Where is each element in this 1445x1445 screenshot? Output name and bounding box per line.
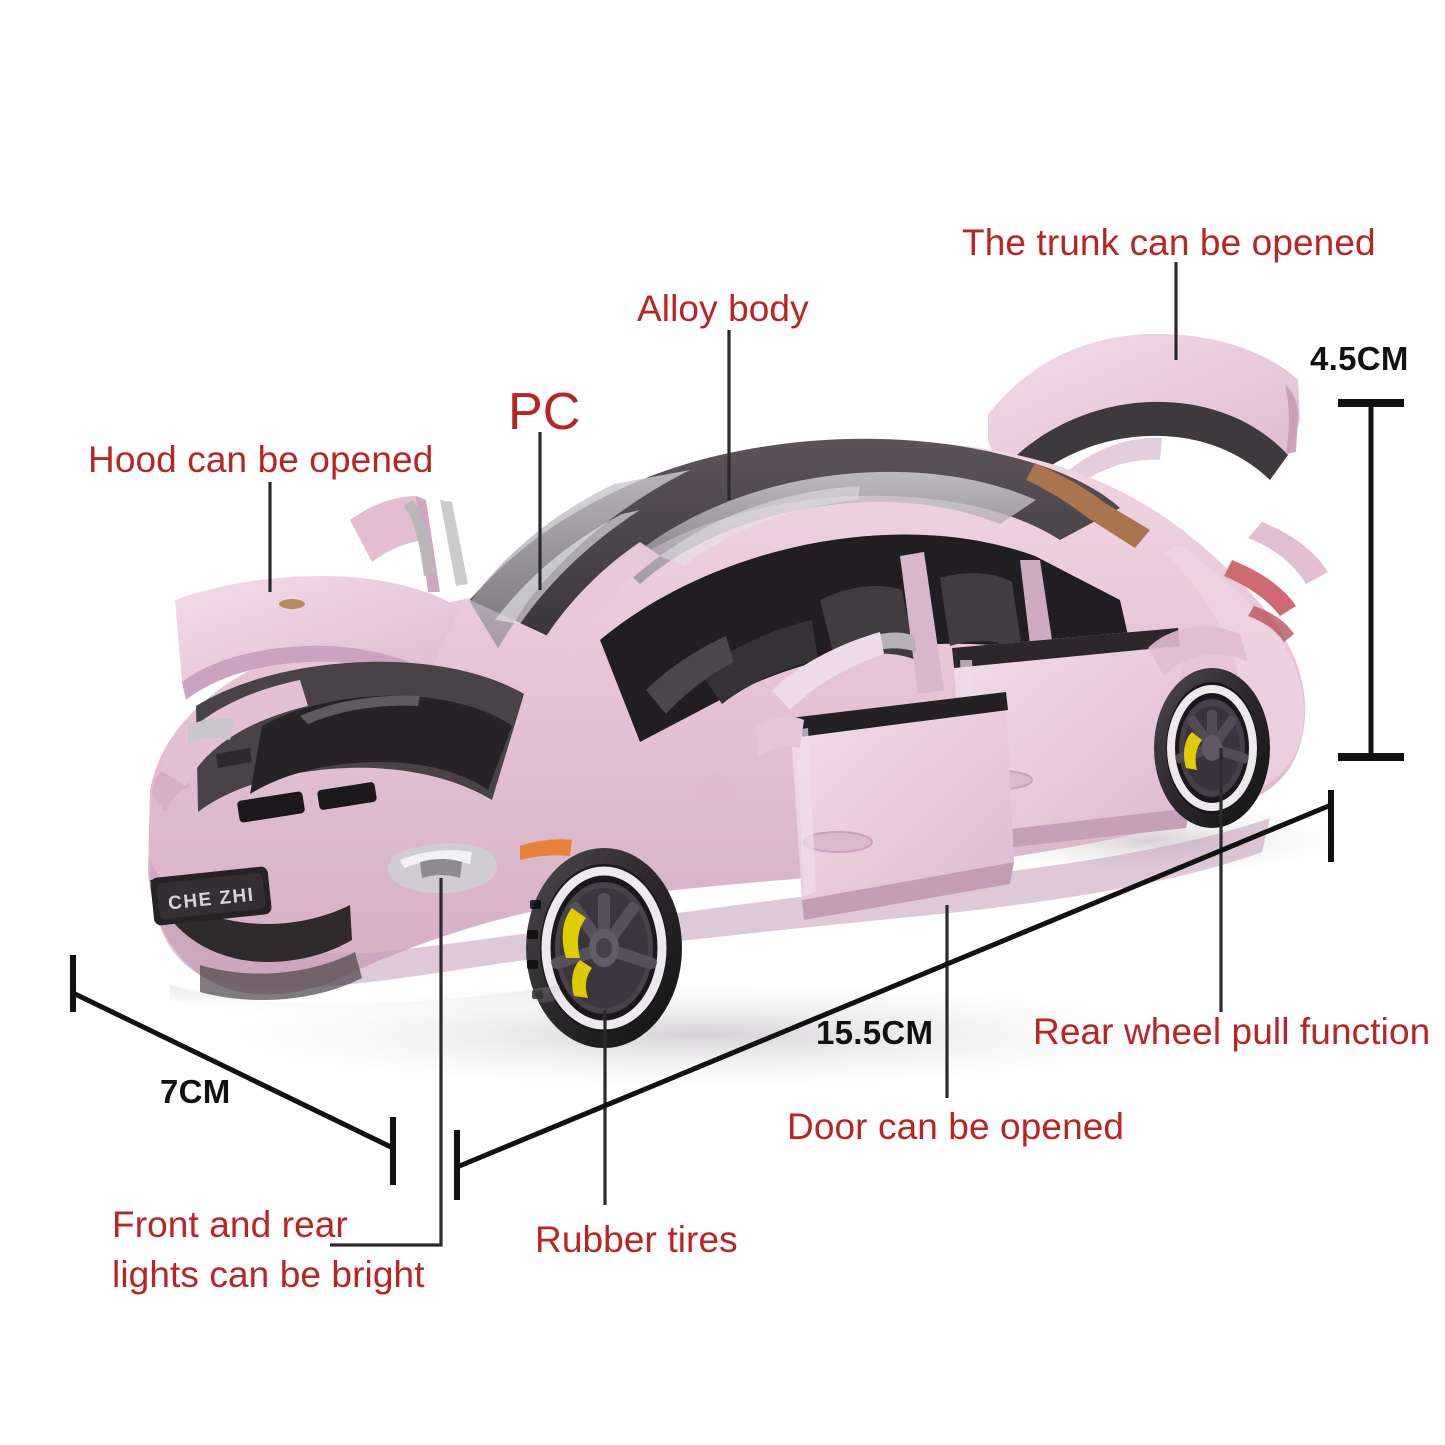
hood-latch-dot <box>279 599 305 609</box>
callout-lights-line2: lights can be bright <box>112 1254 425 1295</box>
windshield <box>470 470 690 648</box>
dimension-label-width: 7CM <box>160 1073 231 1110</box>
rear-wheel <box>1154 668 1270 828</box>
callout-alloy-body: Alloy body <box>637 288 809 329</box>
callout-rear-wheel: Rear wheel pull function <box>1033 1011 1431 1052</box>
front-door-handle <box>803 831 873 853</box>
side-mirror <box>694 774 740 806</box>
front-wheel <box>526 848 682 1048</box>
open-hood <box>175 496 468 700</box>
callout-rubber-tires: Rubber tires <box>535 1219 738 1260</box>
door-frame <box>772 632 884 710</box>
a-pillar <box>545 542 660 650</box>
callout-lights-line1: Front and rear <box>112 1204 348 1245</box>
rear-spoiler-lip <box>1248 522 1328 584</box>
callout-trunk: The trunk can be opened <box>962 222 1376 263</box>
callout-pc: PC <box>508 383 581 441</box>
callout-door: Door can be opened <box>787 1106 1125 1147</box>
callout-hood: Hood can be opened <box>88 439 434 480</box>
front-fender <box>160 680 308 786</box>
brake-caliper-rear <box>1184 732 1202 770</box>
tail-light <box>1224 560 1296 616</box>
dimension-label-length: 15.5CM <box>816 1014 934 1051</box>
license-plate: CHE ZHI <box>150 866 272 926</box>
dimension-label-height: 4.5CM <box>1310 340 1409 377</box>
